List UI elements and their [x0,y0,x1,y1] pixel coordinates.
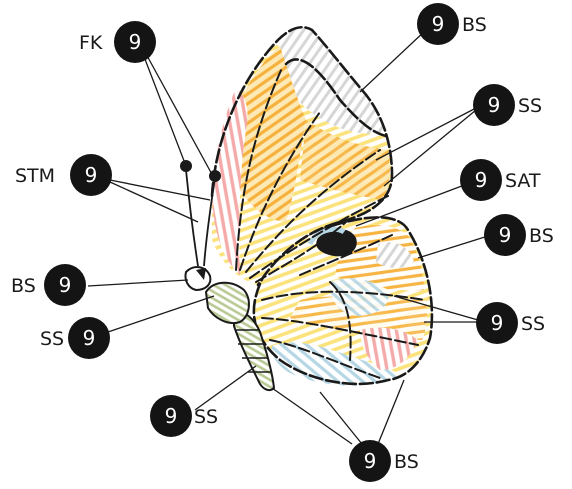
callout-stm: STM 9 [15,154,112,196]
callout-ss-left: SS 9 [40,317,110,359]
callout-code: SS [521,313,545,335]
callout-bs-left: BS 9 [11,264,86,306]
callout-number: 9 [475,168,488,192]
callout-number: 9 [85,163,98,187]
leader-bs1 [360,30,426,92]
callout-code: BS [394,451,419,473]
callout-code: SAT [505,170,541,192]
callout-number: 9 [59,273,72,297]
leader-ss4 [195,366,256,410]
callout-code: BS [529,225,554,247]
leader-bs4 [378,380,404,444]
leader-bs2 [418,236,488,258]
callout-code: BS [11,275,36,297]
callout-code: SS [40,328,64,350]
callout-number: 9 [83,326,96,350]
callout-bs-top: 9 BS [417,3,487,45]
callout-code: SS [518,95,542,117]
callout-bs-bottom: 9 BS [349,440,419,482]
callout-fk: FK 9 [79,21,156,63]
callout-number: 9 [488,93,501,117]
callout-number: 9 [364,449,377,473]
thorax [206,283,249,323]
butterfly [180,27,432,390]
callout-number: 9 [165,404,178,428]
callout-code: SS [194,406,218,428]
leader-ss3 [108,296,214,332]
callout-code: FK [79,32,103,54]
callout-number: 9 [129,30,142,54]
callout-code: BS [462,14,487,36]
leader-bs3 [88,280,188,286]
leader-ss1 [376,108,476,160]
callout-bs-right: 9 BS [484,214,554,256]
leader-stm [110,180,210,200]
leader-stm [110,182,198,222]
callout-ss-upper-right: 9 SS [473,84,542,126]
leader-fk [143,54,186,166]
callout-sat: 9 SAT [460,159,541,201]
callout-number: 9 [491,311,504,335]
leader-fk [145,52,214,178]
callout-code: STM [15,165,55,187]
callout-number: 9 [432,12,445,36]
callout-number: 9 [499,223,512,247]
callout-ss-lower-right: 9 SS [476,302,545,344]
